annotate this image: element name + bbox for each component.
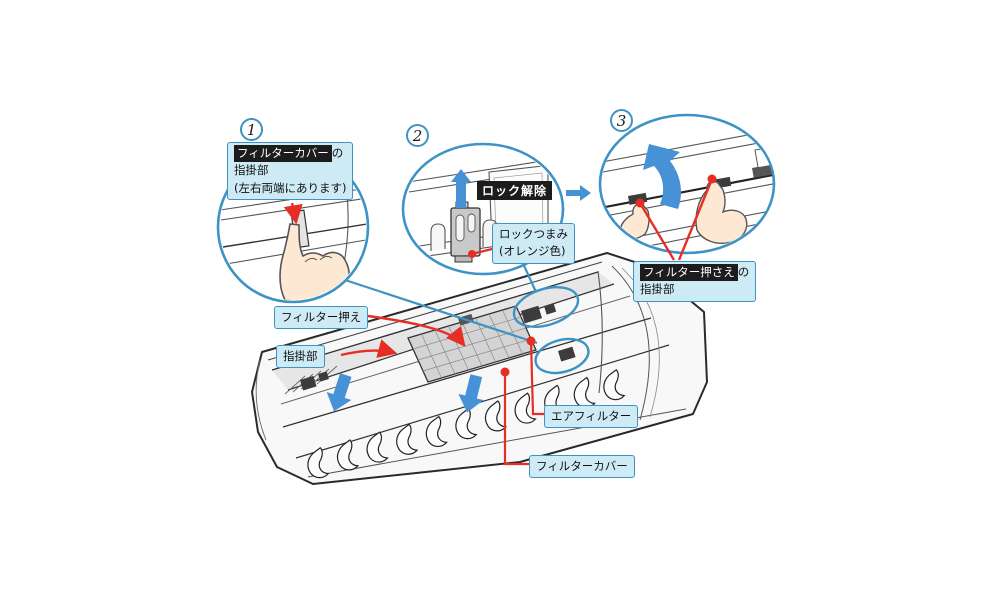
callout-filter-cover-grip: フィルターカバーの 指掛部 (左右両端にあります): [227, 142, 354, 200]
right-arrow-icon: [566, 185, 591, 201]
step-1-badge: 1: [240, 118, 263, 141]
callout-line: フィルター押さえの: [640, 264, 750, 282]
label-finger-grip: 指掛部: [276, 345, 325, 369]
callout-line: (左右両端にあります): [234, 180, 347, 195]
step-2-badge: 2: [406, 124, 429, 147]
step-2-number: 2: [412, 126, 423, 145]
label-filter-cover: フィルターカバー: [529, 455, 635, 479]
label-filter-presser: フィルター押え: [274, 306, 369, 330]
magnifier-ellipse-upper: [512, 286, 580, 328]
red-connectors: [340, 314, 545, 466]
filter-cover-highlight: フィルターカバー: [234, 145, 332, 163]
callout-line: 指掛部: [640, 282, 675, 297]
step-1-number: 1: [246, 120, 257, 139]
label-air-filter: エアフィルター: [544, 405, 639, 429]
down-arrow-icon-left: [326, 373, 352, 412]
up-arrow-icon: [451, 169, 471, 208]
red-pointer-filter-cover: [503, 372, 529, 466]
magnifier-ellipse-lower: [534, 337, 590, 375]
callout-lock-knob: ロックつまみ (オレンジ色): [492, 223, 575, 264]
down-arrow-icon-right: [458, 374, 484, 413]
red-pointer-filter-presser: [367, 314, 466, 347]
curved-arrow-icon: [643, 144, 682, 209]
connector-step1-to-grip: [344, 278, 538, 345]
callout-line: フィルターカバーの: [234, 145, 346, 163]
unit-left-cap: [255, 359, 267, 441]
grip-latches: [628, 164, 773, 205]
step-3-number: 3: [616, 111, 627, 130]
callout-line: 指掛部: [234, 163, 269, 178]
callout-line: ロックつまみ: [499, 227, 568, 241]
step-3-badge: 3: [610, 109, 633, 132]
callout-filter-presser-grip: フィルター押さえの 指掛部: [633, 261, 757, 302]
callout-suffix: の: [331, 146, 344, 160]
lock-release-label: ロック解除: [477, 181, 553, 200]
red-pointer-step1: [283, 202, 303, 225]
callout-suffix: の: [737, 265, 750, 279]
hand-illustration: [279, 223, 351, 300]
red-pointer-step3: [638, 178, 714, 261]
red-pointer-finger-grip: [340, 339, 398, 358]
right-hand-illustration: [695, 180, 748, 244]
red-pointer-air-filter: [529, 340, 545, 416]
filter-presser-highlight: フィルター押さえ: [640, 264, 738, 282]
callout-line: (オレンジ色): [499, 244, 566, 259]
step3-circle: [598, 113, 776, 261]
